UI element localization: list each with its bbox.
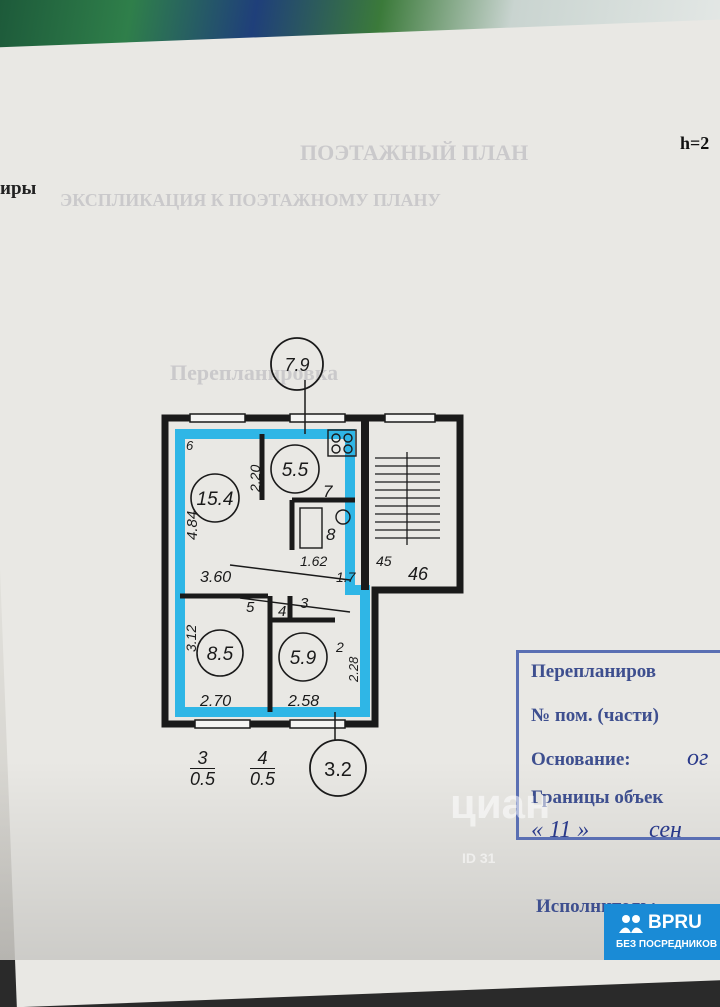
- cian-watermark: циан: [450, 780, 551, 827]
- bleed-through-text: ПОЭТАЖНЫЙ ПЛАН: [300, 140, 529, 165]
- axis-label-top: 7.9: [284, 355, 309, 375]
- window: [289, 719, 346, 729]
- bpru-logo: BPRU: [648, 912, 702, 933]
- axis-circle-top: [270, 337, 324, 391]
- dim-bath-width: 1.62: [300, 553, 327, 569]
- stamp-basis: Основание:: [531, 749, 631, 770]
- room-number: 3: [300, 595, 309, 612]
- stamp-title: Перепланиров: [531, 661, 657, 682]
- header-left-fragment: иры: [0, 178, 37, 199]
- stamp-basis-handwritten: ог: [687, 745, 709, 771]
- floor-plan: 7.9 3.2 15.4 5.5 8.5 5.9 6 7 8 5 4 3 2 4…: [161, 337, 464, 797]
- bpru-badge[interactable]: BPRU БЕЗ ПОСРЕДНИКОВ: [604, 904, 720, 960]
- dim-living-width: 3.60: [200, 569, 231, 586]
- dim-small-height: 2.28: [346, 656, 361, 683]
- paper-shadow: [0, 760, 720, 960]
- dim-bedroom-height: 3.12: [183, 625, 199, 652]
- room-area-kitchen: 5.5: [282, 460, 309, 481]
- stamp-object-bounds: Границы объек: [531, 787, 664, 808]
- fraction-denominator: 0.5: [250, 769, 276, 789]
- room-number: 5: [246, 599, 255, 616]
- room-circle: [278, 632, 328, 682]
- dim-kitchen-height: 2.20: [247, 465, 263, 493]
- header-right-fragment: h=2: [680, 133, 710, 153]
- axis-circle-bottom: [309, 739, 367, 797]
- room-circle: [196, 629, 244, 677]
- stair-number: 45: [376, 553, 392, 569]
- room-number: 2: [335, 639, 344, 655]
- approval-stamp: Перепланиров № пом. (части) Основание: о…: [516, 650, 720, 843]
- room-area-bedroom: 8.5: [207, 644, 234, 665]
- room-number: 8: [326, 525, 336, 544]
- fraction-numerator: 3: [190, 748, 216, 769]
- interior-walls: [180, 434, 355, 712]
- room-circle: [270, 444, 320, 494]
- fraction-denominator: 0.5: [190, 769, 216, 789]
- cian-watermark-id: ID 31: [462, 850, 496, 866]
- dim-small-width: 2.58: [287, 693, 319, 710]
- outer-wall: [161, 414, 464, 728]
- dim-hall: 1.7: [336, 569, 357, 585]
- bleed-through-text: ЭКСПЛИКАЦИЯ К ПОЭТАЖНОМУ ПЛАНУ: [60, 190, 441, 210]
- room-area-living: 15.4: [197, 489, 234, 510]
- room-circle: [190, 473, 240, 523]
- room-number: 7: [323, 482, 333, 501]
- window: [189, 413, 246, 423]
- people-icon: [619, 915, 643, 933]
- area-fraction: 4 0.5: [250, 748, 276, 789]
- room-number: 4: [278, 603, 286, 620]
- room-number: 6: [186, 438, 194, 453]
- axis-label-bottom: 3.2: [324, 759, 352, 781]
- area-fraction: 3 0.5: [190, 748, 216, 789]
- window: [384, 413, 436, 423]
- fraction-numerator: 4: [250, 748, 276, 769]
- dim-living-height: 4.84: [184, 511, 201, 540]
- stamp-date-month: сен: [649, 817, 682, 843]
- bleed-through-text: Перепланировка: [170, 360, 339, 385]
- room-area-small: 5.9: [290, 648, 317, 669]
- stamp-room-number: № пом. (части): [531, 705, 659, 726]
- staircase: [375, 452, 440, 545]
- window: [289, 413, 346, 423]
- bpru-subtitle: БЕЗ ПОСРЕДНИКОВ: [616, 939, 718, 950]
- stair-number: 46: [408, 564, 429, 584]
- window: [194, 719, 251, 729]
- stamp-date-day: « 11 »: [531, 817, 590, 843]
- dim-bedroom-width: 2.70: [199, 693, 231, 710]
- fixtures: [229, 429, 357, 613]
